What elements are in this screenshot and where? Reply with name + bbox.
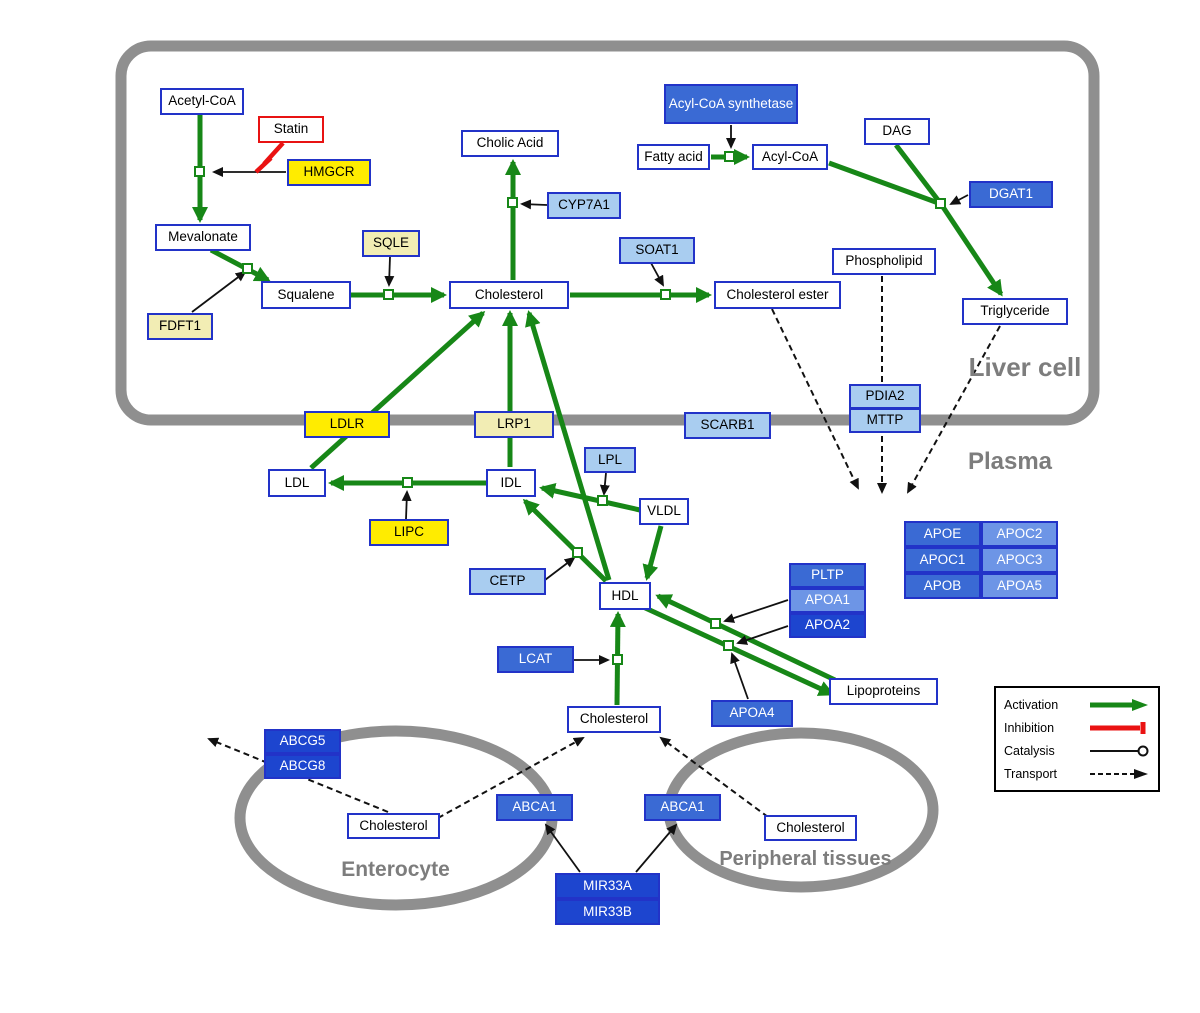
- node-mevalonate[interactable]: Mevalonate: [155, 224, 251, 251]
- node-acetyl-coa[interactable]: Acetyl-CoA: [160, 88, 244, 115]
- reaction-nodes: [194, 151, 946, 665]
- liver-cell-membrane: [115, 40, 1100, 426]
- node-cholesterol-ester[interactable]: Cholesterol ester: [714, 281, 841, 309]
- node-acyl-coa-synthetase[interactable]: Acyl-CoA synthetase: [664, 84, 798, 124]
- node-abcg5[interactable]: ABCG5: [264, 729, 341, 754]
- node-apoe[interactable]: APOE: [904, 521, 981, 547]
- legend-row-transport: Transport: [1004, 762, 1150, 785]
- node-lipc[interactable]: LIPC: [369, 519, 449, 546]
- node-hmgcr[interactable]: HMGCR: [287, 159, 371, 186]
- node-hdl[interactable]: HDL: [599, 582, 651, 610]
- legend-row-activation: Activation: [1004, 693, 1150, 716]
- node-fatty-acid[interactable]: Fatty acid: [637, 144, 710, 170]
- node-cholesterol-enterocyte[interactable]: Cholesterol: [347, 813, 440, 839]
- node-cyp7a1[interactable]: CYP7A1: [547, 192, 621, 219]
- node-apoc3[interactable]: APOC3: [981, 547, 1058, 573]
- legend: Activation Inhibition Catalysis Transpor…: [994, 686, 1160, 792]
- node-apoa5[interactable]: APOA5: [981, 573, 1058, 599]
- node-abca1-enterocyte[interactable]: ABCA1: [496, 794, 573, 821]
- node-lpl[interactable]: LPL: [584, 447, 636, 473]
- node-apoa1[interactable]: APOA1: [789, 588, 866, 613]
- liver-cell-label: Liver cell: [968, 352, 1082, 382]
- node-abca1-peripheral[interactable]: ABCA1: [644, 794, 721, 821]
- inhibition-bar-symbol: [1090, 721, 1146, 734]
- peripheral-tissues-label: Peripheral tissues: [719, 848, 892, 870]
- node-cholic-acid[interactable]: Cholic Acid: [461, 130, 559, 157]
- node-ldl[interactable]: LDL: [268, 469, 326, 497]
- node-mir33b[interactable]: MIR33B: [555, 899, 660, 925]
- legend-inhibition-label: Inhibition: [1004, 720, 1055, 735]
- node-cholesterol-plasma[interactable]: Cholesterol: [567, 706, 661, 733]
- node-cholesterol-peripheral[interactable]: Cholesterol: [764, 815, 857, 841]
- node-dgat1[interactable]: DGAT1: [969, 181, 1053, 208]
- node-mttp[interactable]: MTTP: [849, 408, 921, 433]
- catalysis-edges: [191, 125, 969, 873]
- node-phospholipid[interactable]: Phospholipid: [832, 248, 936, 275]
- node-lrp1[interactable]: LRP1: [474, 411, 554, 438]
- node-ldlr[interactable]: LDLR: [304, 411, 390, 438]
- enterocyte-label: Enterocyte: [341, 858, 450, 881]
- legend-catalysis-label: Catalysis: [1004, 743, 1055, 758]
- node-triglyceride[interactable]: Triglyceride: [962, 298, 1068, 325]
- node-cetp[interactable]: CETP: [469, 568, 546, 595]
- activation-edges: [192, 114, 1004, 706]
- node-idl[interactable]: IDL: [486, 469, 536, 497]
- node-scarb1[interactable]: SCARB1: [684, 412, 771, 439]
- transport-dashed-arrow-symbol: [1090, 768, 1148, 779]
- node-sqle[interactable]: SQLE: [362, 230, 420, 257]
- node-apoc1[interactable]: APOC1: [904, 547, 981, 573]
- node-apoa4[interactable]: APOA4: [711, 700, 793, 727]
- plasma-label: Plasma: [967, 448, 1053, 475]
- inhibition-edge: [254, 141, 285, 174]
- legend-row-inhibition: Inhibition: [1004, 716, 1150, 739]
- node-pltp[interactable]: PLTP: [789, 563, 866, 588]
- node-pdia2[interactable]: PDIA2: [849, 384, 921, 409]
- legend-transport-label: Transport: [1004, 766, 1058, 781]
- node-mir33a[interactable]: MIR33A: [555, 873, 660, 899]
- node-statin[interactable]: Statin: [258, 116, 324, 143]
- node-acyl-coa[interactable]: Acyl-CoA: [752, 144, 828, 170]
- activation-arrow-symbol: [1090, 698, 1148, 711]
- legend-row-catalysis: Catalysis: [1004, 739, 1150, 762]
- node-squalene[interactable]: Squalene: [261, 281, 351, 309]
- node-apob[interactable]: APOB: [904, 573, 981, 599]
- node-apoa2[interactable]: APOA2: [789, 613, 866, 638]
- node-vldl[interactable]: VLDL: [639, 498, 689, 525]
- node-lipoproteins[interactable]: Lipoproteins: [829, 678, 938, 705]
- node-abcg8[interactable]: ABCG8: [264, 754, 341, 779]
- legend-activation-label: Activation: [1004, 697, 1059, 712]
- node-soat1[interactable]: SOAT1: [619, 237, 695, 264]
- transport-edges: [207, 276, 1001, 819]
- node-dag[interactable]: DAG: [864, 118, 930, 145]
- node-lcat[interactable]: LCAT: [497, 646, 574, 673]
- catalysis-circle-symbol: [1090, 745, 1149, 756]
- node-cholesterol-liver[interactable]: Cholesterol: [449, 281, 569, 309]
- node-fdft1[interactable]: FDFT1: [147, 313, 213, 340]
- node-apoc2[interactable]: APOC2: [981, 521, 1058, 547]
